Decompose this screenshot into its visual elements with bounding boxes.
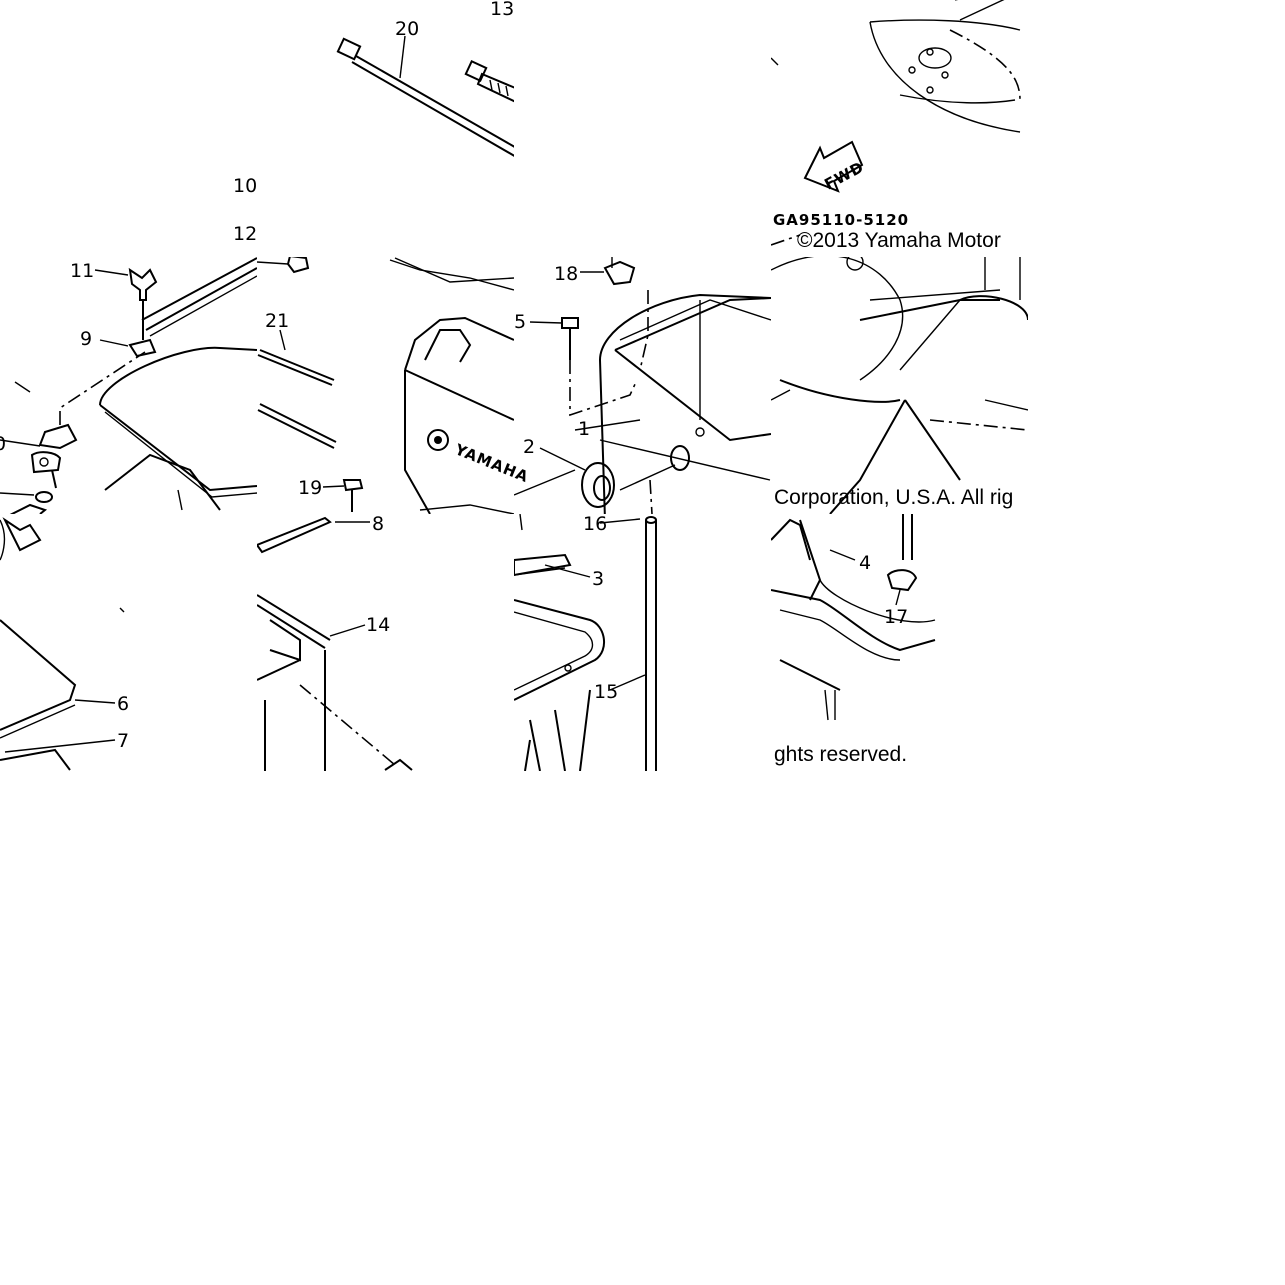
callout-21: 21: [265, 310, 289, 332]
callout-19: 19: [298, 477, 322, 499]
callout-16: 16: [583, 513, 607, 535]
hull-outline-right: [771, 257, 1028, 514]
callout-8: 8: [372, 513, 384, 535]
callout-12: 12: [233, 223, 257, 245]
callout-3: 3: [592, 568, 604, 590]
callout-13: 13: [490, 0, 514, 20]
fwd-label: FWD: [821, 158, 867, 194]
strap-battery-lower-group: [257, 516, 413, 771]
battery-lid-group: [0, 257, 257, 514]
callout-7: 7: [117, 730, 129, 752]
callout-10: 10: [233, 175, 257, 197]
callout-20: 20: [395, 18, 419, 40]
yamaha-logo-icon: [427, 429, 449, 451]
lid-lower-group: [0, 517, 125, 771]
callout-1: 1: [578, 418, 590, 440]
box-lower-group: [514, 514, 657, 771]
callout-17: 17: [884, 606, 908, 628]
callout-5: 5: [514, 311, 526, 333]
callout-18: 18: [554, 263, 578, 285]
battery-brand-label: YAMAHA: [452, 440, 532, 486]
callout-14: 14: [366, 614, 390, 636]
hull-outline-top: [771, 0, 1021, 246]
callout-9: 9: [80, 328, 92, 350]
copyright-line-1: ©2013 Yamaha Motor: [797, 229, 1001, 252]
cable-tie-group: [336, 35, 514, 157]
callout-10-partial: 0: [0, 433, 6, 455]
battery-box-group: [514, 257, 771, 514]
callout-11: 11: [70, 260, 94, 282]
fwd-arrow-icon: [803, 140, 864, 193]
copyright-line-2: Corporation, U.S.A. All rig: [774, 486, 1013, 509]
callout-4: 4: [859, 552, 871, 574]
hull-lower-group: [771, 514, 936, 721]
battery-group: [257, 257, 514, 514]
callout-6: 6: [117, 693, 129, 715]
part-code: GA95110-5120: [773, 211, 909, 229]
callout-2: 2: [523, 436, 535, 458]
copyright-line-3: ghts reserved.: [774, 743, 907, 766]
callout-15: 15: [594, 681, 618, 703]
